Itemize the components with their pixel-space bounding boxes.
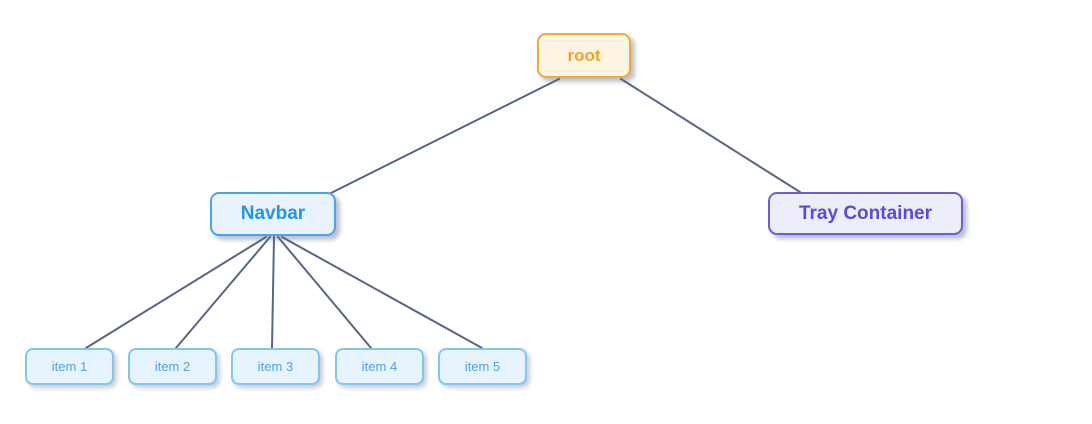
edge-root-to-navbar <box>330 78 560 194</box>
node-item-1-label: item 1 <box>51 359 88 374</box>
node-navbar-label: Navbar <box>240 203 306 224</box>
node-item-3-label: item 3 <box>257 359 294 374</box>
edge-root-to-tray <box>620 78 801 193</box>
node-item-4[interactable]: item 4 <box>335 348 424 385</box>
node-item-1[interactable]: item 1 <box>25 348 114 385</box>
node-item-2-label: item 2 <box>154 359 191 374</box>
node-navbar[interactable]: Navbar <box>210 192 336 236</box>
node-tray-container[interactable]: Tray Container <box>768 192 963 235</box>
edge-navbar-to-item5 <box>281 236 483 349</box>
edge-navbar-to-item2 <box>175 236 271 349</box>
node-item-5[interactable]: item 5 <box>438 348 527 385</box>
node-item-5-label: item 5 <box>464 359 501 374</box>
edge-navbar-to-item3 <box>271 236 275 349</box>
edge-navbar-to-item1 <box>85 236 267 349</box>
edge-navbar-to-item4 <box>277 236 372 349</box>
node-root[interactable]: root <box>537 33 631 78</box>
node-item-3[interactable]: item 3 <box>231 348 320 385</box>
node-item-2[interactable]: item 2 <box>128 348 217 385</box>
node-tray-container-label: Tray Container <box>798 202 933 224</box>
node-item-4-label: item 4 <box>361 359 398 374</box>
node-root-label: root <box>567 45 601 65</box>
